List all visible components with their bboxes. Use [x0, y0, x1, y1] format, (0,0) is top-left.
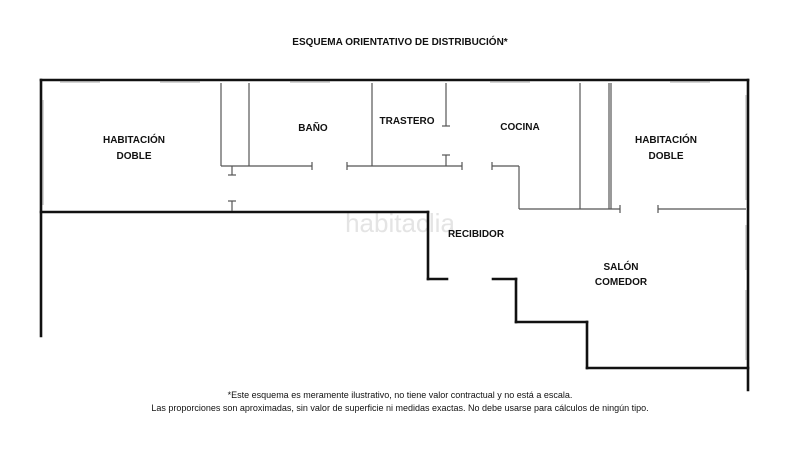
plan-title: ESQUEMA ORIENTATIVO DE DISTRIBUCIÓN* — [292, 35, 507, 48]
room-label-habitacion-left-1: HABITACIÓN — [103, 133, 165, 146]
room-label-bano: BAÑO — [298, 121, 328, 134]
room-label-habitacion-left-2: DOBLE — [117, 151, 152, 162]
room-label-cocina: COCINA — [500, 122, 539, 133]
room-label-habitacion-right-2: DOBLE — [649, 151, 684, 162]
exterior-walls — [39, 78, 750, 392]
room-label-salon-1: SALÓN — [604, 260, 639, 273]
room-label-salon-2: COMEDOR — [595, 277, 648, 288]
room-label-recibidor: RECIBIDOR — [448, 229, 505, 240]
room-label-trastero: TRASTERO — [380, 116, 435, 127]
interior-walls — [220, 83, 746, 213]
room-label-habitacion-right-1: HABITACIÓN — [635, 133, 697, 146]
windows — [42, 81, 747, 360]
disclaimer-line-1: *Este esquema es meramente ilustrativo, … — [227, 390, 573, 400]
disclaimer-line-2: Las proporciones son aproximadas, sin va… — [151, 403, 649, 413]
room-labels: HABITACIÓN DOBLE BAÑO TRASTERO COCINA HA… — [103, 116, 697, 288]
